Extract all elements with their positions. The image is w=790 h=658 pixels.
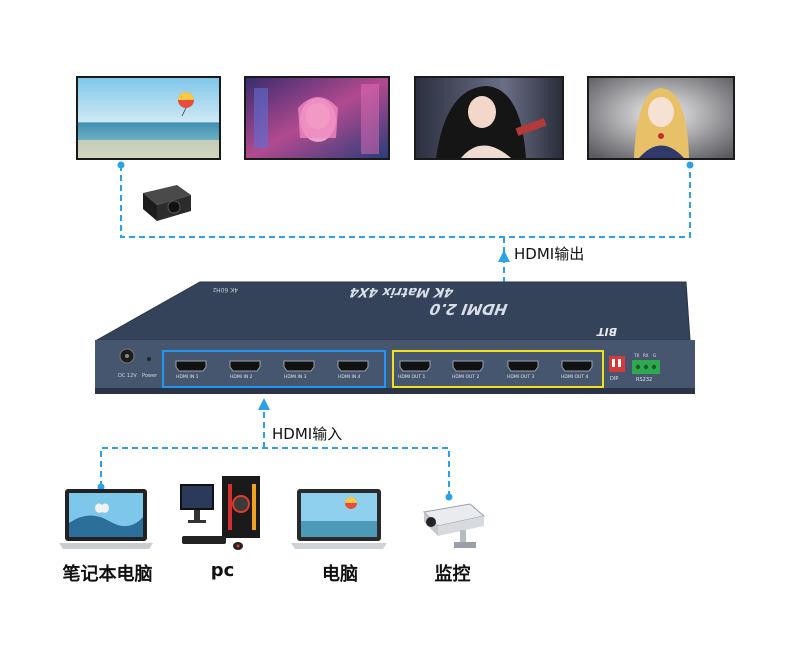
- dip-label: DIP: [610, 376, 618, 382]
- rs232-label: RS232: [636, 377, 652, 383]
- rs232-pin-rx: RX: [643, 353, 649, 358]
- rs232-pin-tx: TX: [634, 353, 639, 358]
- brand-logo: BIT: [597, 325, 617, 338]
- dc-label: DC 12V: [118, 373, 137, 379]
- device-small-top-label: 4K 60Hz: [213, 286, 238, 293]
- input-port-label-2: HDMI IN 2: [230, 375, 252, 380]
- device-model-label: 4K Matrix 4X4: [347, 284, 456, 299]
- source-label-laptop: 笔记本电脑: [55, 560, 160, 586]
- input-port-label-4: HDMI IN 4: [338, 375, 360, 380]
- input-port-label-1: HDMI IN 1: [176, 375, 198, 380]
- source-label-pc: pc: [185, 560, 260, 581]
- output-port-label-1: HDMI OUT 1: [398, 375, 425, 380]
- output-port-label-4: HDMI OUT 4: [561, 375, 588, 380]
- laptop-icon: [59, 487, 159, 557]
- monitor-icon: [289, 487, 389, 557]
- output-port-label-3: HDMI OUT 3: [507, 375, 534, 380]
- input-port-label-3: HDMI IN 3: [284, 375, 306, 380]
- source-label-camera: 监控: [415, 560, 490, 586]
- source-label-computer: 电脑: [300, 560, 380, 586]
- power-label: Power: [142, 373, 157, 379]
- security-camera-icon: [414, 498, 494, 558]
- desktop-pc-icon: [178, 474, 278, 554]
- device-top-label: HDMI 2.0: [427, 300, 511, 318]
- output-port-label-2: HDMI OUT 2: [452, 375, 479, 380]
- rs232-pin-g: G: [653, 353, 656, 358]
